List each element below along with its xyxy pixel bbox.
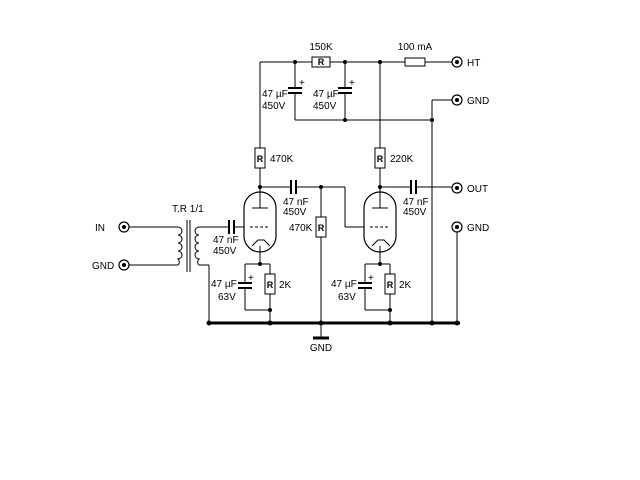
resistor-150k-label: 150K [309, 42, 333, 53]
input-cap-voltage: 450V [213, 246, 237, 257]
svg-text:+: + [248, 273, 254, 284]
output-capacitor: 47 nF 450V [380, 180, 452, 218]
resistor-150k: R 150K [309, 42, 333, 68]
resistor-470k-plate: R 470K [254, 147, 294, 192]
filter-cap-1-value: 47 µF [262, 89, 288, 100]
input-cap-value: 47 nF [213, 235, 239, 246]
cathode-cap-2-value: 47 µF [331, 279, 357, 290]
svg-text:+: + [368, 273, 374, 284]
filter-capacitor-1: + 47 µF 450V [262, 62, 305, 120]
cathode-network-2: + 47 µF 63V R 2K [331, 262, 412, 323]
resistor-470k-plate-mark: R [257, 154, 264, 164]
coupling-cap-value: 47 nF [283, 197, 309, 208]
resistor-470k-grid-mark: R [318, 223, 325, 233]
svg-text:+: + [299, 78, 305, 89]
gnd-terminal-in[interactable]: GND [92, 259, 178, 272]
resistor-220k-plate: R 220K [374, 147, 414, 192]
input-capacitor: 47 nF 450V [213, 220, 248, 257]
cathode-cap-2-voltage: 63V [338, 292, 356, 303]
resistor-2k-1-label: 2K [279, 280, 292, 291]
gnd-in-label: GND [92, 261, 114, 272]
resistor-220k-label: 220K [390, 154, 414, 165]
out-terminal[interactable]: OUT [451, 182, 488, 195]
fuse-100ma: 100 mA [398, 42, 433, 67]
ht-rail [259, 60, 452, 148]
output-cap-value: 47 nF [403, 197, 429, 208]
cathode-cap-1-voltage: 63V [218, 292, 236, 303]
tube-2 [363, 191, 397, 264]
in-label: IN [95, 223, 105, 234]
ht-terminal[interactable]: HT [451, 56, 480, 69]
filter-cap-1-voltage: 450V [262, 101, 286, 112]
gnd-terminal-out[interactable]: GND [451, 221, 489, 323]
resistor-2k-2-mark: R [387, 280, 394, 290]
transformer-label: T.R 1/1 [172, 204, 204, 215]
tube-1 [243, 191, 277, 264]
resistor-470k-grid-label: 470K [289, 223, 313, 234]
gnd-top-label: GND [467, 96, 489, 107]
svg-text:+: + [349, 78, 355, 89]
filter-ground-line [295, 99, 452, 323]
fuse-label: 100 mA [398, 42, 433, 53]
resistor-470k-plate-label: 470K [270, 154, 294, 165]
resistor-220k-mark: R [377, 154, 384, 164]
resistor-150k-mark: R [318, 57, 325, 67]
filter-capacitor-2: + 47 µF 450V [313, 62, 355, 120]
cathode-cap-1-value: 47 µF [211, 279, 237, 290]
out-label: OUT [467, 184, 488, 195]
resistor-470k-grid: R 470K [289, 187, 327, 323]
cathode-network-1: + 47 µF 63V R 2K [211, 262, 292, 323]
in-terminal[interactable]: IN [95, 221, 178, 234]
output-cap-voltage: 450V [403, 207, 427, 218]
ground-bus: GND [206, 320, 460, 354]
resistor-2k-1-mark: R [267, 280, 274, 290]
ht-label: HT [467, 58, 480, 69]
gnd-out-label: GND [467, 223, 489, 234]
filter-cap-2-voltage: 450V [313, 101, 337, 112]
resistor-2k-2-label: 2K [399, 280, 412, 291]
filter-cap-2-value: 47 µF [313, 89, 339, 100]
gnd-bottom-label: GND [310, 343, 332, 354]
gnd-terminal-top[interactable]: GND [451, 94, 489, 107]
coupling-cap-voltage: 450V [283, 207, 307, 218]
input-transformer: T.R 1/1 [172, 204, 229, 323]
